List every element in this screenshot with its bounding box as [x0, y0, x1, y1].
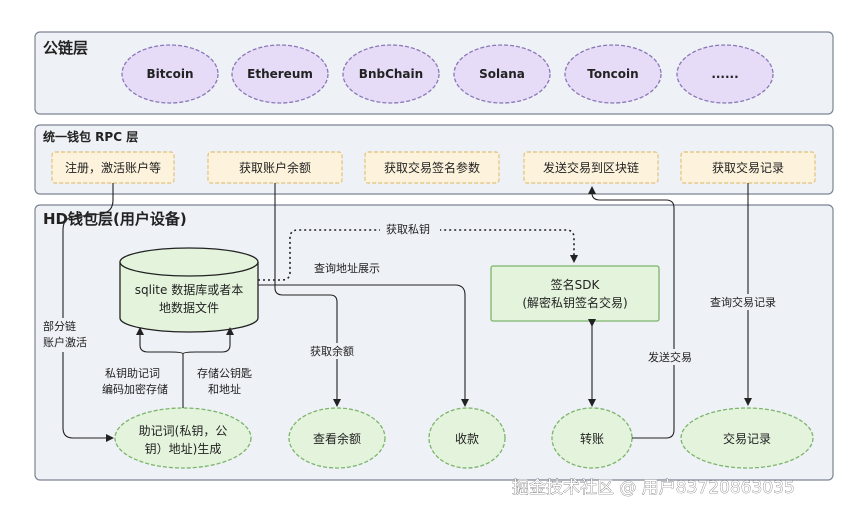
label-send-tx: 发送交易: [648, 350, 692, 364]
database-label-1: sqlite 数据库或者本: [135, 282, 243, 297]
label-partial-chain: 部分链: [43, 319, 76, 333]
chain-bitcoin: Bitcoin: [121, 44, 219, 104]
label-store-keys-1: 存储公钥匙: [197, 366, 252, 380]
label-account-activate: 账户激活: [43, 335, 87, 349]
chain-label: Solana: [479, 67, 525, 81]
label-store-keys-2: 和地址: [208, 382, 241, 396]
view-balance-node: 查看余额: [288, 407, 386, 469]
label-query-address: 查询地址展示: [314, 261, 380, 275]
chain-label: Ethereum: [247, 67, 313, 81]
chain-toncoin: Toncoin: [564, 44, 662, 104]
send-tx-arrow: [588, 186, 675, 439]
label-encrypt-2: 编码加密存储: [102, 382, 168, 396]
chain-more: ......: [676, 44, 774, 104]
chain-label: Toncoin: [587, 67, 638, 81]
hd-wallet-title: HD钱包层(用户设备): [43, 210, 187, 228]
chain-list: Bitcoin Ethereum BnbChain Solana Toncoin…: [121, 44, 774, 104]
get-balance-arrow: [274, 183, 341, 407]
chain-ethereum: Ethereum: [231, 44, 329, 104]
api-label: 获取交易签名参数: [384, 160, 480, 175]
chain-solana: Solana: [453, 44, 551, 104]
store-keys-arrow: [182, 327, 234, 355]
api-label: 注册，激活账户等: [65, 160, 161, 175]
api-register: 注册，激活账户等: [51, 151, 175, 184]
receive-label: 收款: [455, 432, 479, 446]
transfer-label: 转账: [580, 431, 604, 446]
chain-label: Bitcoin: [146, 67, 193, 81]
mnemonic-label-1: 助记词(私钥，公: [139, 424, 228, 438]
sdk-label-1: 签名SDK: [551, 277, 601, 292]
connector-labels: 部分链 账户激活 私钥助记词 编码加密存储 存储公钥匙 和地址 获取私钥 查询地…: [40, 221, 790, 396]
chain-bnbchain: BnbChain: [342, 44, 440, 104]
api-send-tx: 发送交易到区块链: [523, 151, 659, 184]
query-address-arrow: [258, 284, 469, 407]
public-chain-title: 公链层: [43, 39, 88, 57]
mnemonic-label-2: 钥）地址)生成: [145, 442, 222, 456]
api-get-tx-records: 获取交易记录: [680, 151, 816, 184]
api-label: 获取交易记录: [712, 160, 784, 175]
get-private-key-arrow: [258, 229, 578, 281]
receive-node: 收款: [428, 407, 506, 469]
api-get-balance: 获取账户余额: [207, 151, 343, 184]
api-label: 发送交易到区块链: [543, 160, 639, 175]
label-query-records: 查询交易记录: [710, 295, 776, 309]
api-get-sign-params: 获取交易签名参数: [364, 151, 500, 184]
view-balance-label: 查看余额: [313, 431, 361, 446]
sdk-label-2: (解密私钥签名交易): [522, 295, 627, 310]
label-encrypt-1: 私钥助记词: [105, 366, 160, 380]
api-label: 获取账户余额: [239, 160, 311, 175]
chain-label: ......: [711, 67, 738, 81]
signing-sdk-box: 签名SDK (解密私钥签名交易): [490, 265, 660, 322]
transfer-node: 转账: [551, 407, 633, 469]
connectors: [62, 183, 752, 442]
tx-records-node: 交易记录: [680, 407, 814, 469]
tx-records-label: 交易记录: [723, 431, 771, 446]
label-get-balance: 获取余额: [310, 344, 354, 358]
mnemonic-node: 助记词(私钥，公 钥）地址)生成: [114, 407, 252, 469]
label-get-private-key: 获取私钥: [386, 222, 430, 236]
chain-label: BnbChain: [359, 67, 423, 81]
database-label-2: 地数据文件: [159, 300, 219, 315]
database-cylinder: sqlite 数据库或者本 地数据文件: [119, 247, 259, 333]
watermark-text: 掘金技术社区 @ 用户8372086303​5: [512, 478, 795, 498]
rpc-layer-title: 统一钱包 RPC 层: [43, 129, 138, 144]
encrypt-store-arrow: [136, 327, 184, 408]
account-activation-arrow: [62, 183, 114, 442]
rpc-api-list: 注册，激活账户等 获取账户余额 获取交易签名参数 发送交易到区块链 获取交易记录: [51, 151, 816, 184]
